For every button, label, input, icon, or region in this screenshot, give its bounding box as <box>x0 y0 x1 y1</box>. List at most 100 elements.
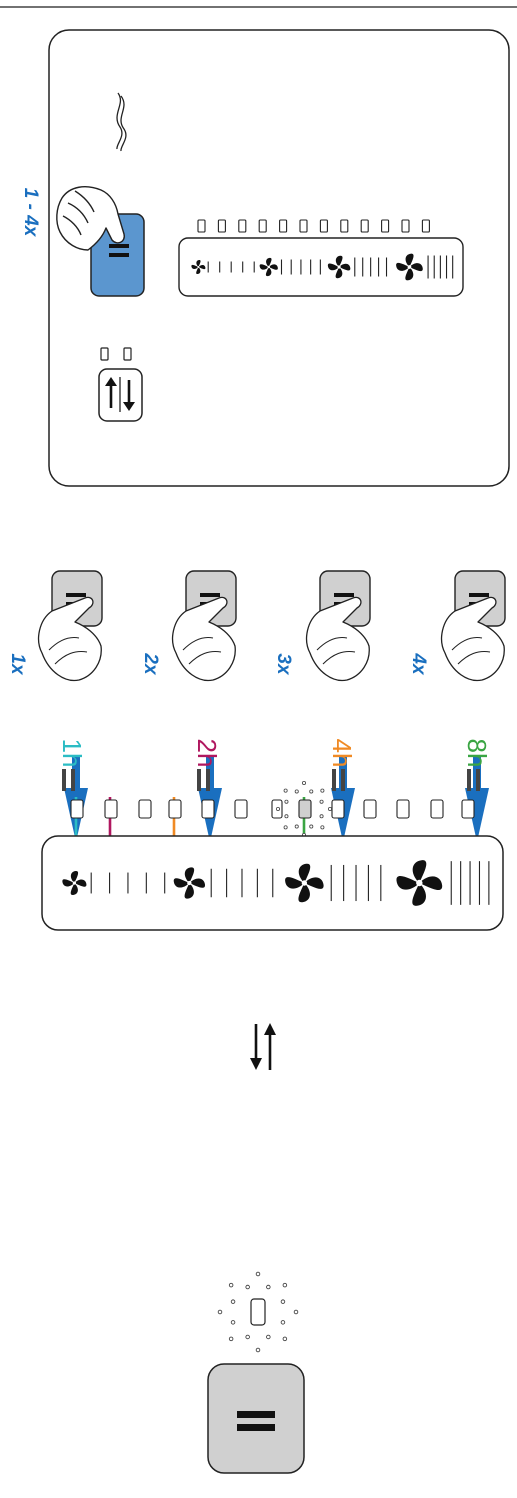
press-step-3 <box>306 570 371 682</box>
glow-dot <box>230 1320 236 1325</box>
press-steps <box>38 570 506 682</box>
indicator <box>319 219 328 233</box>
press-step-4 <box>441 570 506 682</box>
indicator <box>201 799 215 819</box>
timer-mark-icon <box>206 769 210 791</box>
glow-dot <box>294 824 299 829</box>
glow-dot <box>309 824 314 829</box>
glow-dot <box>280 1320 286 1325</box>
indicator <box>217 219 226 233</box>
glow-dot <box>255 1347 261 1353</box>
indicator <box>340 219 349 233</box>
timer-mark-icon <box>197 769 201 791</box>
glow-dot <box>255 1271 261 1277</box>
glow-dot <box>293 1309 299 1315</box>
indicator <box>238 219 247 233</box>
time-marks <box>62 769 480 791</box>
glow-dot <box>294 789 299 794</box>
glow-dot <box>327 807 332 812</box>
swap-arrows <box>250 1023 276 1070</box>
time-label-1h: 1h <box>57 738 87 768</box>
glowing-indicator <box>217 1271 299 1353</box>
swap-indicators <box>100 347 132 361</box>
indicator <box>197 219 206 233</box>
glow-dot <box>283 788 288 793</box>
timer-mark-icon <box>341 769 345 791</box>
pointing-hand-icon <box>38 596 102 682</box>
glow-dot <box>266 1284 271 1290</box>
active-indicator <box>250 1298 266 1326</box>
glow-dot <box>228 1336 234 1342</box>
glow-dot <box>301 781 306 786</box>
glow-dot <box>283 825 288 830</box>
glow-dot <box>228 1282 234 1288</box>
fan-icon <box>173 867 205 899</box>
indicator <box>461 799 475 819</box>
step-arrows <box>64 755 489 842</box>
press-count-label-4: 4x <box>408 653 429 675</box>
glow-dot <box>280 1299 286 1304</box>
indicator-row <box>70 781 475 838</box>
time-label-4h: 4h <box>327 738 357 768</box>
pointing-hand-icon <box>172 596 236 682</box>
press-range-label: 1 - 4x <box>20 187 41 237</box>
press-count-label-2: 2x <box>140 653 161 675</box>
press-step-2 <box>172 570 237 682</box>
timer-button-large[interactable] <box>207 1363 305 1474</box>
glow-dot <box>319 814 324 819</box>
timer-mark-icon <box>332 769 336 791</box>
glow-dot <box>284 814 289 819</box>
indicator <box>234 799 248 819</box>
press-count-label-3: 3x <box>273 653 294 675</box>
glow-dot <box>245 1334 250 1340</box>
indicator <box>430 799 444 819</box>
press-count-label-1: 1x <box>7 653 28 675</box>
fan-icon <box>62 870 87 896</box>
timer-button-icon <box>237 1411 275 1431</box>
indicator <box>168 799 182 819</box>
glow-dot <box>266 1334 271 1340</box>
timer-mark-icon <box>476 769 480 791</box>
timer-mark-icon <box>62 769 66 791</box>
timer-button-icon <box>66 593 86 597</box>
glow-dot <box>284 799 289 804</box>
indicator <box>331 799 345 819</box>
timer-button-icon <box>200 593 220 597</box>
timer-mark-icon <box>467 769 471 791</box>
pointing-hand-icon <box>56 186 125 251</box>
glow-dot <box>319 799 324 804</box>
glow-dot <box>275 807 280 812</box>
indicator <box>104 799 118 819</box>
indicator <box>70 799 84 819</box>
pointing-hand-icon <box>441 596 505 682</box>
glow-dot <box>320 788 325 793</box>
indicator <box>360 219 369 233</box>
glow-dot <box>309 789 314 794</box>
indicator <box>421 219 430 233</box>
timer-button-icon <box>109 244 129 257</box>
fan-speed-scale-large <box>62 860 490 906</box>
time-label-2h: 2h <box>192 738 222 768</box>
fan-icon <box>396 860 443 906</box>
timer-button-icon <box>469 593 489 597</box>
indicator <box>396 799 410 819</box>
glow-dot <box>320 825 325 830</box>
swap-direction-icon <box>105 377 135 412</box>
press-step-1 <box>38 570 103 682</box>
top-indicator-row <box>116 219 430 235</box>
indicator <box>401 219 410 233</box>
fan-icon <box>285 863 324 903</box>
fan-icon <box>191 259 206 275</box>
indicator <box>363 799 377 819</box>
pointing-hand-icon <box>306 596 370 682</box>
glow-dot <box>282 1336 288 1342</box>
fan-speed-scale <box>191 253 454 281</box>
indicator <box>381 219 390 233</box>
indicator <box>279 219 288 233</box>
fan-icon <box>327 255 351 279</box>
fan-speed-bar <box>178 237 464 297</box>
time-label-8h: 8h <box>462 738 492 768</box>
down-arrow-icon <box>72 755 80 793</box>
